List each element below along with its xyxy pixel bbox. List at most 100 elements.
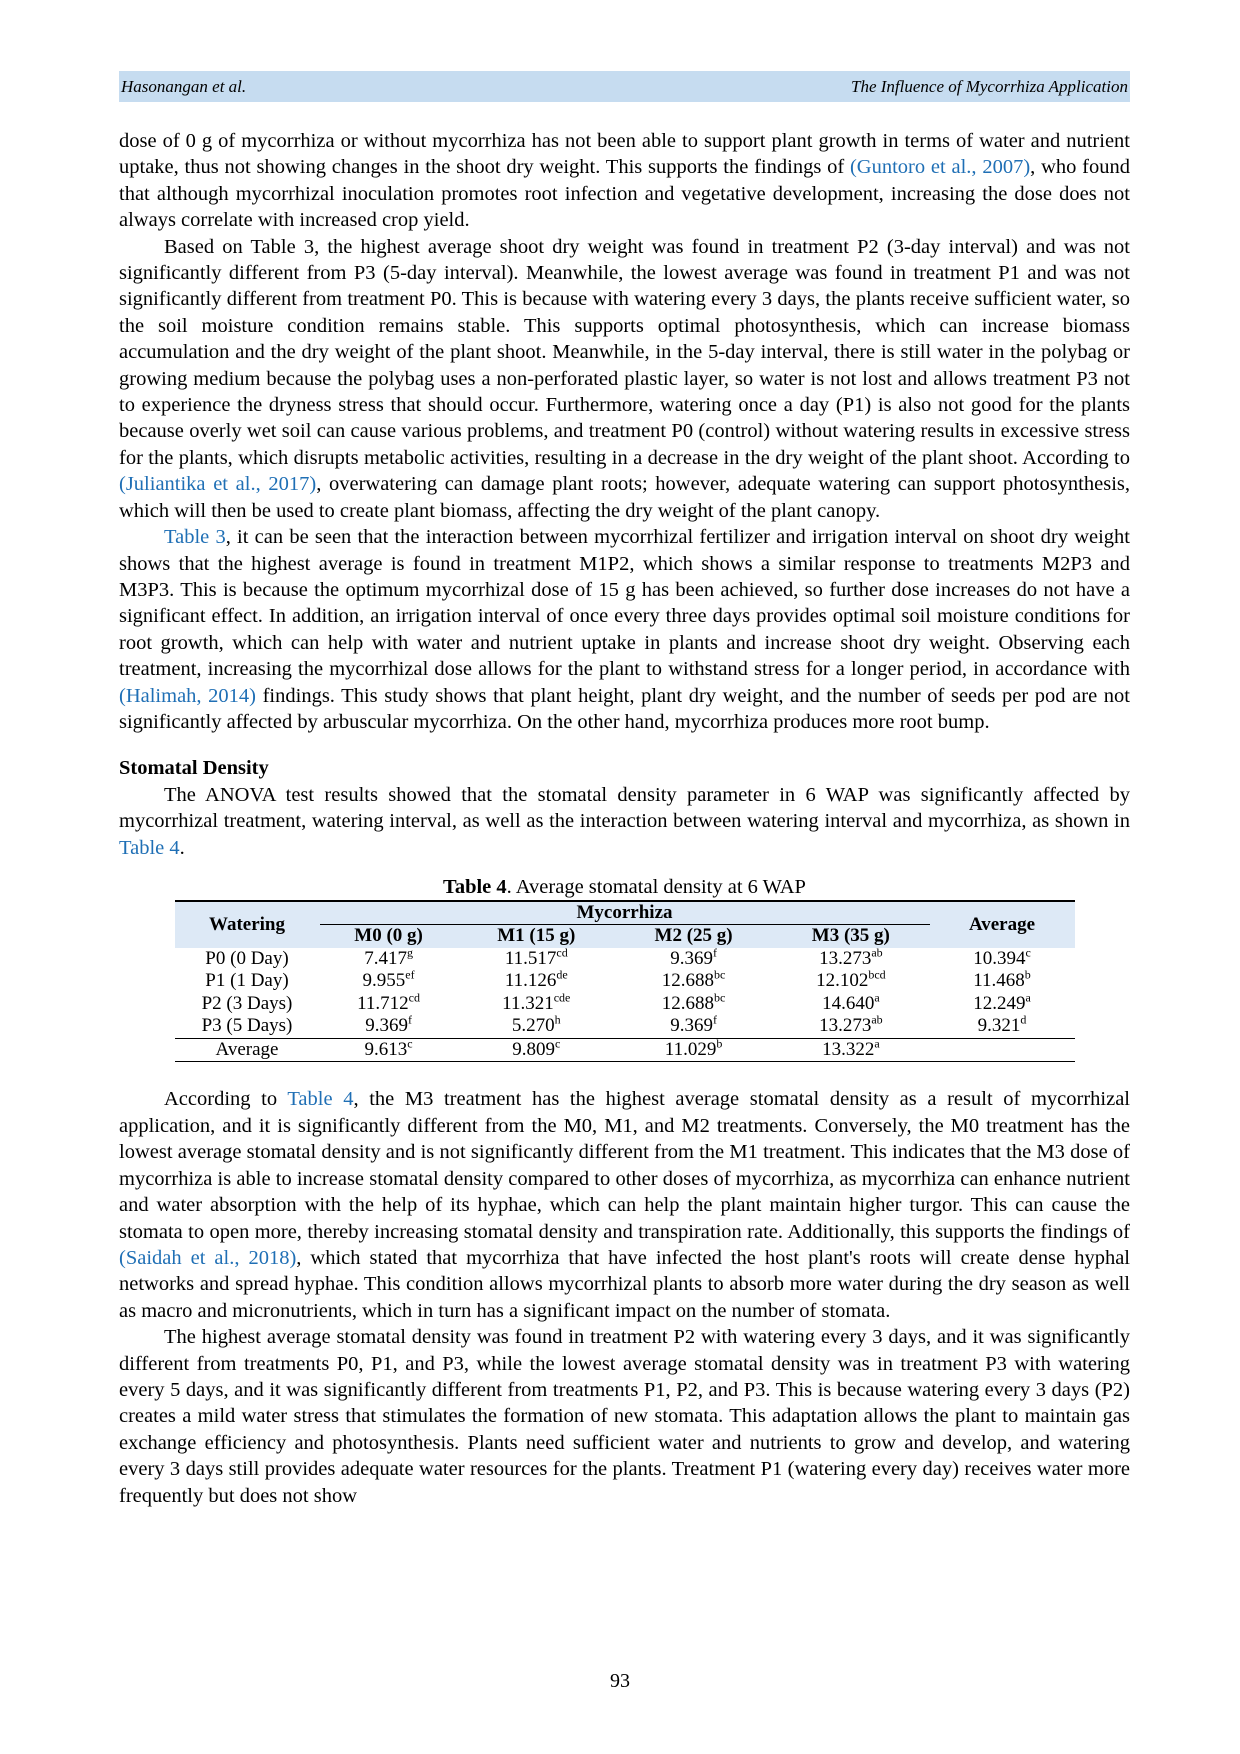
text: , who found that although mycorrhizal in…: [119, 156, 1131, 232]
row-average-cell: 12.249a: [930, 990, 1075, 1016]
significance-letter: bc: [714, 990, 726, 1005]
header-authors: Hasonangan et al.: [121, 76, 247, 96]
table-reference-link[interactable]: Table 3: [164, 526, 226, 549]
text: findings. This study shows that plant he…: [119, 684, 1130, 733]
cell-value: 11.468: [973, 970, 1025, 992]
header-m0: M0 (0 g): [319, 924, 458, 948]
significance-letter: cd: [556, 945, 568, 960]
caption-text: . Average stomatal density at 6 WAP: [506, 875, 806, 898]
table-cell: 12.688bc: [615, 990, 772, 1016]
cell-value: 9.955: [362, 970, 406, 992]
cell-value: 11.321: [502, 992, 554, 1014]
paragraph-2: Based on Table 3, the highest average sh…: [119, 234, 1130, 524]
text: dose of 0 g of mycorrhiza or without myc…: [119, 130, 1130, 179]
significance-letter: cde: [553, 990, 571, 1005]
cell-value: 11.126: [504, 970, 557, 992]
table-cell: 12.102bcd: [772, 968, 929, 993]
cell-value: 9.809: [512, 1038, 555, 1060]
text: , it can be seen that the interaction be…: [119, 526, 1131, 681]
table-cell: 9.369f: [615, 945, 772, 971]
table-cell: 11.321cde: [458, 990, 615, 1016]
paragraph-6: The highest average stomatal density was…: [119, 1324, 1130, 1509]
significance-letter: cd: [408, 990, 420, 1005]
paragraph-1: dose of 0 g of mycorrhiza or without myc…: [119, 128, 1130, 234]
cell-value: 12.102: [816, 970, 869, 992]
row-average-cell: 10.394c: [930, 947, 1075, 971]
column-average-cell: 13.322a: [772, 1038, 930, 1063]
cell-value: 12.688: [661, 970, 715, 992]
cell-value: 11.517: [504, 947, 557, 969]
header-m1: M1 (15 g): [457, 924, 615, 948]
empty-cell: [929, 1037, 1075, 1063]
cell-value: 5.270: [511, 1015, 555, 1037]
header-watering: Watering: [174, 899, 320, 948]
paragraph-3: Table 3, it can be seen that the interac…: [119, 524, 1130, 735]
significance-letter: bcd: [868, 968, 886, 983]
table-cell: 11.126de: [458, 968, 615, 993]
stomatal-density-table: Watering Mycorrhiza Average M0 (0 g) M1 …: [174, 899, 1075, 1063]
significance-letter: ab: [871, 945, 883, 960]
table-4-container: Table 4. Average stomatal density at 6 W…: [119, 874, 1130, 1063]
table-cell: 14.640a: [772, 990, 929, 1016]
running-header: Hasonangan et al. The Influence of Mycor…: [119, 71, 1130, 102]
significance-letter: f: [712, 945, 717, 960]
citation-link[interactable]: (Guntoro et al., 2007): [849, 156, 1031, 179]
significance-letter: f: [712, 1013, 717, 1028]
row-label: P0 (0 Day): [205, 947, 289, 969]
row-average-cell: 9.321d: [930, 1013, 1075, 1038]
cell-value: 9.369: [365, 1015, 408, 1037]
significance-letter: a: [1025, 990, 1031, 1005]
table-reference-link[interactable]: Table 4: [119, 836, 180, 859]
citation-link[interactable]: (Halimah, 2014): [119, 684, 256, 707]
text: , which stated that mycorrhiza that have…: [119, 1246, 1131, 1322]
significance-letter: ef: [405, 968, 415, 983]
cell-value: 10.394: [973, 947, 1026, 969]
significance-letter: a: [874, 990, 880, 1005]
column-average-cell: 11.029b: [614, 1038, 773, 1063]
citation-link[interactable]: (Saidah et al., 2018): [119, 1246, 297, 1269]
cell-value: 13.322: [822, 1038, 875, 1060]
cell-value: 7.417: [364, 947, 407, 969]
text: , the M3 treatment has the highest avera…: [119, 1088, 1130, 1243]
text: .: [179, 836, 185, 859]
significance-letter: h: [554, 1013, 561, 1028]
header-title: The Influence of Mycorrhiza Application: [851, 76, 1128, 96]
cell-value: 9.369: [670, 947, 713, 969]
cell-value: 12.688: [661, 992, 715, 1014]
significance-letter: c: [407, 1036, 413, 1051]
cell-value: 13.273: [819, 947, 872, 969]
page-number: 93: [610, 1670, 630, 1692]
paragraph-4: The ANOVA test results showed that the s…: [119, 782, 1130, 861]
significance-letter: ab: [871, 1013, 883, 1028]
significance-letter: b: [1024, 968, 1031, 983]
table-cell: 12.688bc: [615, 969, 772, 993]
significance-letter: f: [407, 1013, 412, 1028]
paragraph-5: According to Table 4, the M3 treatment h…: [119, 1086, 1130, 1324]
section-heading: Stomatal Density: [119, 757, 269, 780]
header-mycorrhiza: Mycorrhiza: [319, 899, 930, 926]
text: The highest average stomatal density was…: [119, 1326, 1130, 1507]
cell-value: 11.712: [357, 992, 409, 1014]
table-reference-link[interactable]: Table 4: [287, 1088, 354, 1111]
main-content: dose of 0 g of mycorrhiza or without myc…: [119, 128, 1130, 1509]
cell-value: 9.613: [364, 1038, 408, 1060]
table-cell: 13.273ab: [772, 945, 929, 971]
table-cell: 11.517cd: [458, 945, 615, 971]
significance-letter: d: [1020, 1013, 1027, 1028]
row-average-cell: 11.468b: [930, 968, 1075, 993]
citation-link[interactable]: (Juliantika et al., 2017): [119, 473, 317, 496]
cell-value: 14.640: [822, 992, 875, 1014]
significance-letter: de: [556, 968, 568, 983]
cell-value: 12.249: [973, 992, 1026, 1014]
row-label: Average: [174, 1037, 320, 1063]
column-average-cell: 9.613c: [319, 1036, 458, 1063]
cell-value: 13.273: [819, 1015, 872, 1037]
text: The ANOVA test results showed that the s…: [119, 783, 1130, 833]
table-cell: 9.369f: [320, 1013, 458, 1038]
row-label: P1 (1 Day): [205, 970, 289, 992]
row-label: P2 (3 Days): [201, 992, 293, 1014]
